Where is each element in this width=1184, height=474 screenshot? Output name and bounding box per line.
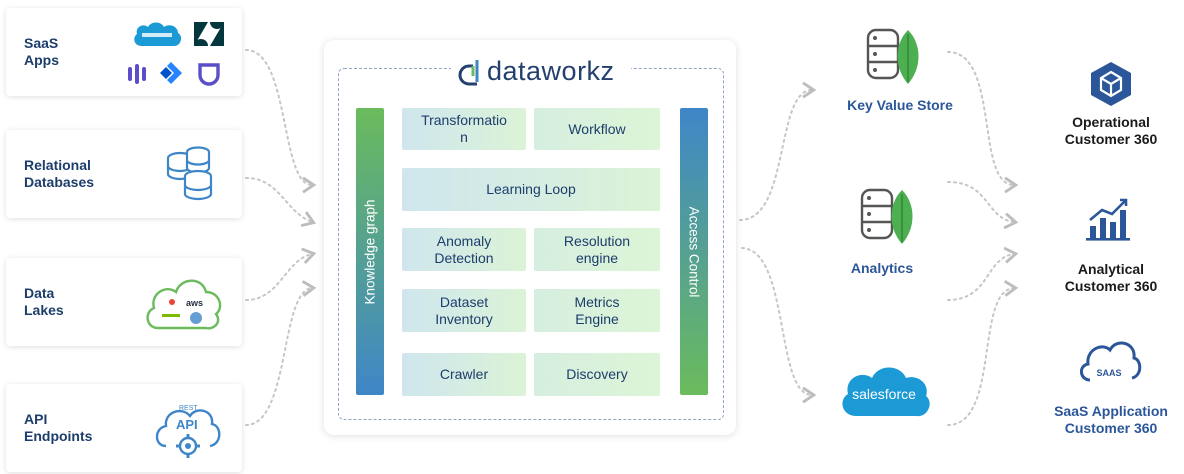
cloud-icon: aws bbox=[146, 279, 222, 330]
key-value-store-icon bbox=[866, 28, 919, 84]
jira-logo-icon bbox=[160, 62, 182, 84]
dataworkz-logo-icon bbox=[458, 60, 479, 86]
module-learning-loop: Learning Loop bbox=[402, 168, 660, 211]
source-label: Relational Databases bbox=[24, 157, 95, 190]
zendesk-logo-icon bbox=[194, 22, 224, 46]
knowledge-graph-bar: Knowledge graph bbox=[356, 108, 384, 395]
knowledge-graph-label: Knowledge graph bbox=[362, 198, 378, 305]
aws-text: aws bbox=[186, 298, 203, 308]
cube-icon bbox=[1091, 62, 1131, 106]
platform-dashed-frame bbox=[338, 68, 724, 420]
dataworkz-platform bbox=[324, 40, 736, 435]
salesforce-cloud-icon: salesforce bbox=[842, 367, 930, 417]
database-stack-icon bbox=[166, 146, 213, 201]
result-analytical-customer-360: Analytical Customer 360 bbox=[1064, 261, 1158, 294]
rest-badge: REST bbox=[179, 405, 198, 412]
module-anomaly-detection: Anomaly Detection bbox=[402, 228, 526, 271]
brand-name: dataworkz bbox=[487, 56, 615, 86]
module-transformation: Transformatio n bbox=[402, 108, 526, 150]
result-operational-customer-360: Operational Customer 360 bbox=[1064, 114, 1158, 147]
okta-logo-icon bbox=[198, 63, 220, 86]
source-card-api-endpoints: API Endpoints REST API bbox=[6, 384, 242, 472]
saas-cloud-icon: SAAS bbox=[1080, 341, 1142, 382]
module-resolution-engine: Resolution engine bbox=[534, 228, 660, 271]
analytics-store-icon bbox=[860, 188, 913, 244]
api-badge: API bbox=[176, 417, 198, 432]
saas-logos bbox=[120, 8, 230, 96]
module-dataset-inventory: Dataset Inventory bbox=[402, 289, 526, 332]
salesforce-logo-icon bbox=[134, 22, 182, 46]
intercom-logo-icon bbox=[128, 64, 146, 84]
bar-chart-icon bbox=[1086, 198, 1130, 241]
module-metrics-engine: Metrics Engine bbox=[534, 289, 660, 332]
module-workflow: Workflow bbox=[534, 108, 660, 150]
saas-badge: SAAS bbox=[1096, 368, 1121, 378]
source-card-relational-databases: Relational Databases bbox=[6, 130, 242, 218]
source-card-saas-apps: SaaS Apps bbox=[6, 8, 242, 96]
store-label-key-value: Key Value Store bbox=[847, 97, 953, 113]
store-label-analytics: Analytics bbox=[850, 260, 914, 276]
source-label: API Endpoints bbox=[24, 411, 93, 444]
module-crawler: Crawler bbox=[402, 353, 526, 396]
result-saas-application-customer-360: SaaS Application Customer 360 bbox=[1054, 403, 1168, 436]
salesforce-wordmark: salesforce bbox=[852, 386, 916, 402]
dataworkz-brand: dataworkz bbox=[451, 50, 631, 90]
source-card-data-lakes: Data Lakes aws bbox=[6, 258, 242, 346]
source-label: Data Lakes bbox=[24, 285, 64, 318]
module-discovery: Discovery bbox=[534, 353, 660, 396]
source-label: SaaS Apps bbox=[24, 35, 59, 68]
api-gear-cloud-icon: REST API bbox=[155, 405, 221, 458]
access-control-bar: Access Control bbox=[680, 108, 708, 395]
access-control-label: Access Control bbox=[686, 206, 702, 297]
